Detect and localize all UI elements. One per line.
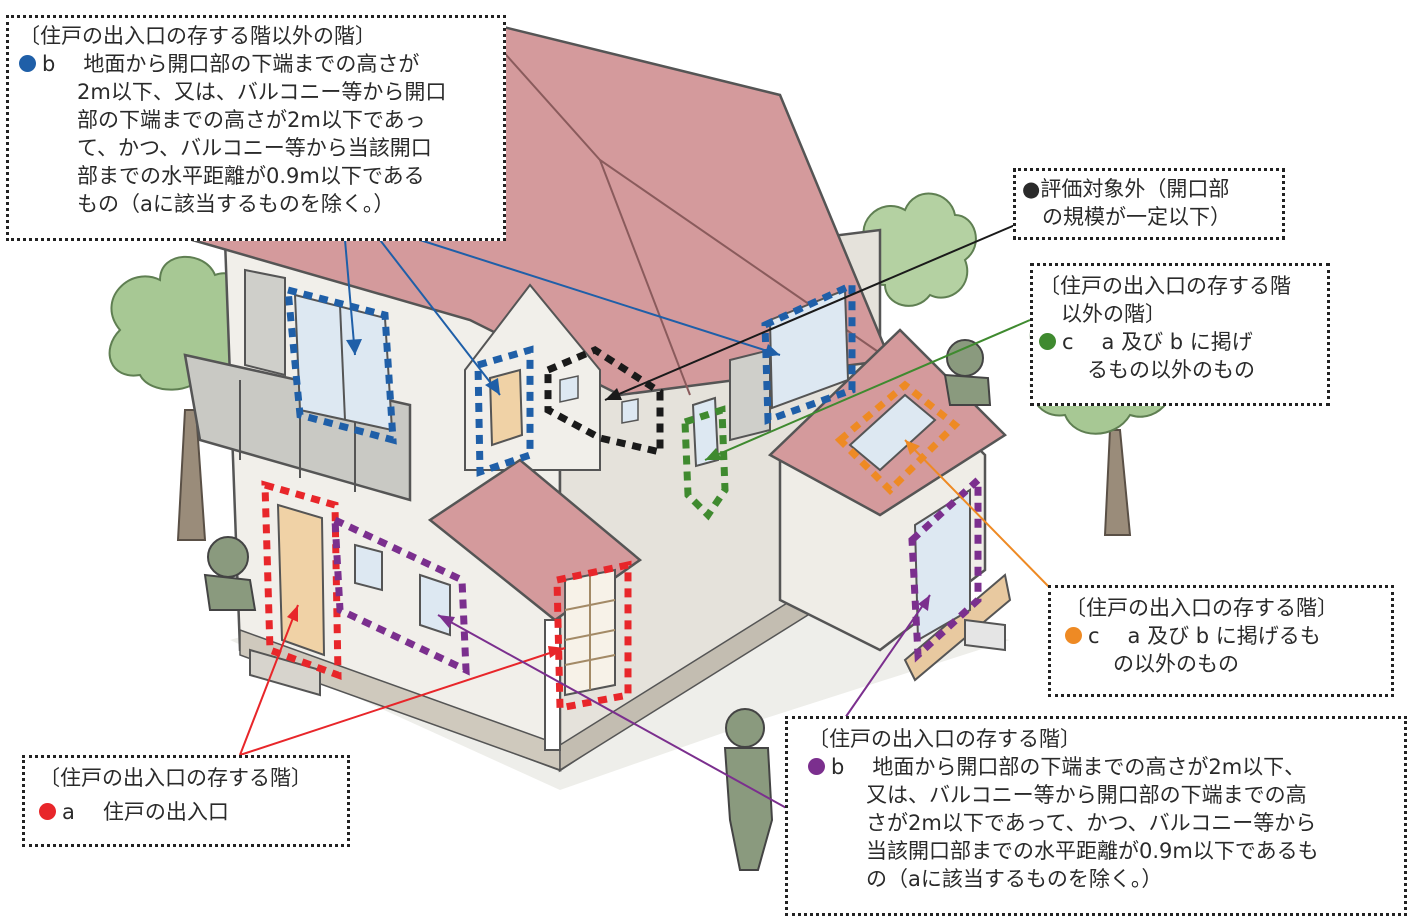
marker-label: b [831, 755, 845, 779]
callout-heading: 〔住戸の出入口の存する階〕 [1065, 596, 1338, 620]
marker-purple-dot [808, 758, 825, 775]
tree-left [108, 255, 250, 541]
callout-heading: 〔住戸の出入口の存する階以外の階〕 [19, 24, 376, 48]
highlight-blue-gable-window [474, 345, 534, 477]
highlight-black [544, 346, 664, 457]
callout-heading: 〔住戸の出入口の存する階〕 [39, 766, 312, 790]
callout-line: ●評価対象外（開口部 [1022, 177, 1230, 201]
callout-line: 部の下端までの高さが2m以下であっ [77, 108, 426, 132]
callout-line: の規模が一定以下） [1042, 205, 1231, 229]
callout-line: て、かつ、バルコニー等から当該開口 [77, 136, 432, 160]
callout-line: さが2m以下であって、かつ、バルコニー等から [866, 811, 1317, 835]
callout-text: 住戸の出入口 [102, 800, 229, 824]
callout-upper-floor-c: 〔住戸の出入口の存する階 以外の階〕 c a 及び b に掲げ るもの以外のもの [1030, 263, 1330, 406]
callout-heading: 以外の階〕 [1061, 302, 1166, 326]
callout-line: a 及び b に掲げ [1101, 330, 1253, 354]
callout-line: 地面から開口部の下端までの高さが2m以下、 [872, 755, 1306, 779]
marker-orange-dot [1065, 627, 1082, 644]
marker-label: c [1088, 624, 1100, 648]
callout-heading: 〔住戸の出入口の存する階 [1039, 274, 1291, 298]
marker-green-dot [1039, 333, 1056, 350]
callout-entrance-floor-c: 〔住戸の出入口の存する階〕 c a 及び b に掲げるも の以外のもの [1048, 585, 1394, 697]
marker-label: b [42, 52, 56, 76]
callout-line: 地面から開口部の下端までの高さが [83, 52, 420, 76]
callout-entrance-floor-b: 〔住戸の出入口の存する階〕 b 地面から開口部の下端までの高さが2m以下、 又は、… [785, 716, 1407, 916]
marker-blue-dot [19, 55, 36, 72]
callout-line: 当該開口部までの水平距離が0.9m以下であるも [866, 839, 1319, 863]
callout-line: 2m以下、又は、バルコニー等から開口 [77, 80, 447, 104]
callout-line: a 及び b に掲げるも [1127, 624, 1321, 648]
highlight-green [681, 405, 729, 521]
highlight-red [261, 480, 632, 713]
callout-entrance-floor-a: 〔住戸の出入口の存する階〕 a 住戸の出入口 [22, 755, 350, 847]
callout-line: の（aに該当するものを除く。） [866, 867, 1163, 891]
callout-line: の以外のもの [1113, 652, 1239, 676]
leader-arrowheads [287, 339, 930, 658]
figure-roof [943, 339, 992, 406]
callout-not-evaluated: ●評価対象外（開口部 の規模が一定以下） [1013, 168, 1285, 240]
callout-line: 部までの水平距離が0.9m以下である [77, 164, 425, 188]
highlight-blue [284, 279, 856, 477]
marker-label: a [62, 800, 75, 824]
highlight-orange [834, 380, 961, 495]
callout-line: もの（aに該当するものを除く。） [77, 192, 395, 216]
callout-line: るもの以外のもの [1087, 358, 1255, 382]
highlight-blue-balcony-window [284, 285, 397, 445]
figure-walking [723, 708, 774, 871]
door-main [276, 503, 326, 657]
figure-left [203, 536, 257, 611]
marker-red-dot [39, 803, 56, 820]
leader-lines [239, 224, 1051, 811]
callout-heading: 〔住戸の出入口の存する階〕 [808, 727, 1081, 751]
marker-label: c [1062, 330, 1074, 354]
callout-upper-floor-b: 〔住戸の出入口の存する階以外の階〕 b 地面から開口部の下端までの高さが 2m以下… [6, 15, 506, 241]
callout-line: 又は、バルコニー等から開口部の下端までの高 [866, 783, 1307, 807]
highlight-blue-right-window [761, 279, 856, 425]
